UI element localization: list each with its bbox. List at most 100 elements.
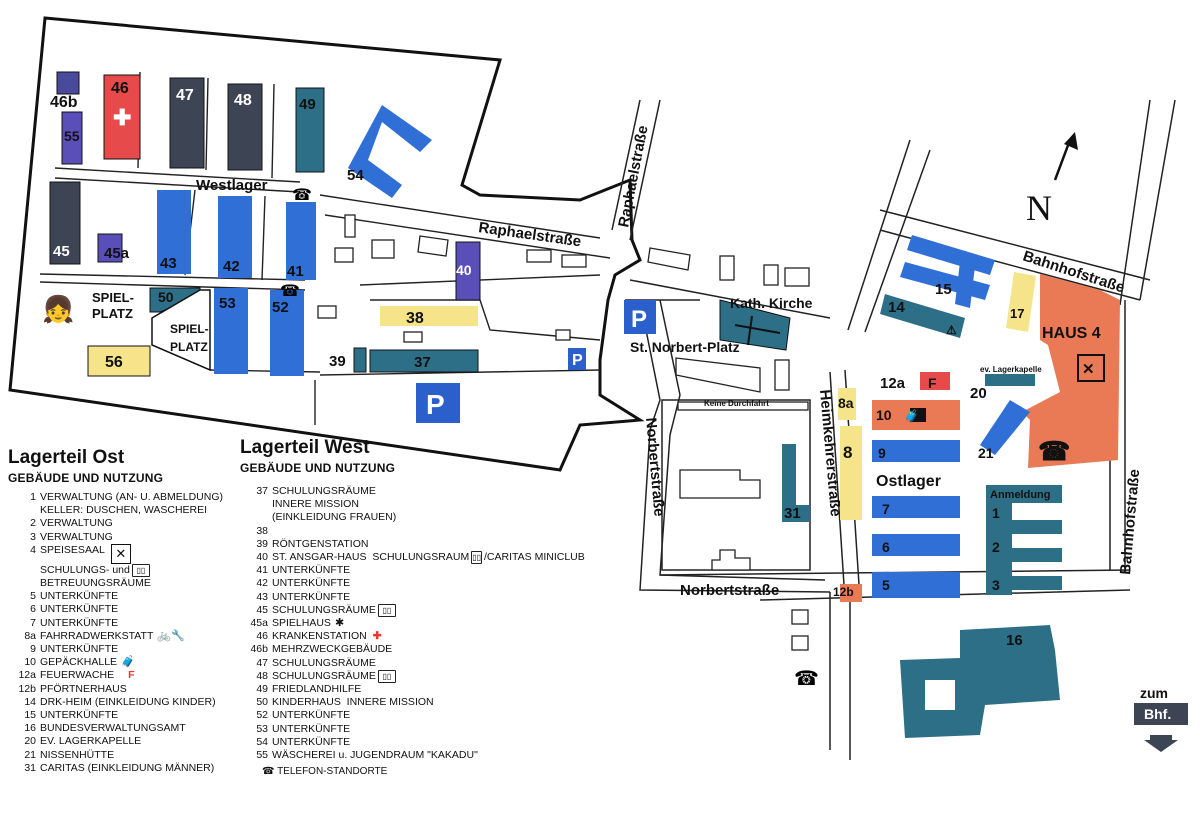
svg-text:55: 55 [64, 128, 80, 144]
legend-item-text: SPEISESAAL [40, 543, 105, 556]
building-20: 20 [970, 374, 1035, 402]
norbert-platz-label: St. Norbert-Platz [630, 339, 740, 355]
legend-item-text: UNTERKÜNFTE [272, 590, 351, 603]
kath-kirche-building [719, 299, 791, 351]
svg-text:45a: 45a [104, 245, 130, 262]
legend-item-text: UNTERKÜNFTE [40, 603, 119, 616]
building-7: 7 [872, 496, 960, 518]
svg-text:P: P [572, 352, 583, 369]
legend-item: 38 [240, 525, 540, 538]
legend-item-number: 21 [24, 748, 36, 761]
legend-item: 15 UNTERKÜNFTE [8, 709, 238, 722]
svg-text:17: 17 [1010, 306, 1024, 321]
svg-text:12b: 12b [833, 585, 854, 599]
building-1-2-3: 1 2 3 [986, 485, 1062, 595]
legend-item: INNERE MISSION [240, 498, 540, 511]
legend-item-number: 37 [256, 485, 268, 497]
legend-item: (EINKLEIDUNG FRAUEN) [240, 511, 540, 524]
legend-item-text: FEUERWACHE [40, 669, 115, 682]
west-buildings: 46b 55 46✚ 47 48 49 54 45 45a 43 42 41 4… [49, 71, 481, 377]
legend-item-number [8, 564, 40, 577]
telephone-icon-west-52: ☎ [280, 283, 300, 300]
parking-west-small: P [568, 348, 586, 370]
building-8a: 8a [838, 388, 856, 420]
legend-item-text: UNTERKÜNFTE [272, 722, 351, 735]
building-38: 38 [380, 306, 478, 327]
svg-text:HAUS 4: HAUS 4 [1042, 325, 1101, 342]
westlager-boundary [8, 16, 645, 472]
spielplatz-2-label-b: PLATZ [170, 340, 208, 354]
building-46b: 46b [50, 71, 80, 111]
legend-item-number: 42 [256, 577, 268, 590]
legend-west-subtitle: GEBÄUDE UND NUTZUNG [240, 461, 396, 475]
telephone-icon: ☎ [262, 766, 278, 778]
legend-item-text: SCHULUNGSRÄUME [272, 603, 376, 616]
fire-station-icon: F [128, 669, 135, 682]
svg-text:12a: 12a [880, 375, 906, 392]
legend-item-number: 15 [24, 709, 36, 722]
middle-small-buildings [647, 247, 810, 651]
legend-item-text: RÖNTGENSTATION [272, 537, 369, 550]
legend-item-number: 8a [24, 629, 36, 642]
legend-item-text: UNTERKÜNFTE [40, 709, 119, 722]
legend-item: 42 UNTERKÜNFTE [240, 577, 540, 590]
svg-text:7: 7 [882, 501, 890, 517]
legend-item-text: BUNDESVERWALTUNGSAMT [40, 722, 186, 735]
legend-item-text: MEHRZWECKGEBÄUDE [272, 643, 393, 656]
legend-item-text: UNTERKÜNFTE [272, 709, 351, 722]
medical-cross-icon: ✚ [372, 630, 382, 643]
legend-item-text: SCHULUNGS- und [40, 563, 130, 576]
westlager-label: Westlager [196, 177, 268, 194]
telephone-icon-middle: ☎ [794, 668, 819, 690]
legend-item-number: 20 [24, 735, 36, 748]
svg-text:8: 8 [843, 443, 852, 462]
legend-telefon: ☎ TELEFON-STANDORTE [240, 766, 540, 777]
svg-text:6: 6 [882, 539, 890, 555]
legend-item-text: UNTERKÜNFTE [40, 643, 119, 656]
svg-text:56: 56 [105, 354, 123, 371]
legend-item-number: 4 [30, 543, 36, 556]
building-haus4: HAUS 4 ✕ ☎ [1022, 274, 1120, 468]
legend-item-number: 5 [30, 590, 36, 603]
legend-item-text: UNTERKÜNFTE [272, 577, 351, 590]
legend-item-text: KRANKENSTATION [272, 630, 367, 643]
legend-item-number: 3 [30, 530, 36, 543]
svg-text:P: P [631, 306, 647, 333]
building-6: 6 [872, 534, 960, 556]
building-55: 55 [61, 111, 83, 165]
legend-item-number: 10 [24, 656, 36, 669]
luggage-icon: 🧳 [121, 656, 135, 669]
building-56: 56 [87, 345, 151, 377]
building-43: 43 [157, 190, 191, 274]
svg-text:P: P [426, 389, 445, 420]
legend-item-number: 40 [256, 551, 268, 564]
svg-text:✕: ✕ [1082, 361, 1095, 378]
legend-item-number: 49 [256, 683, 268, 696]
svg-text:16: 16 [1006, 632, 1023, 649]
svg-text:1: 1 [992, 505, 1000, 521]
legend-item-text: UNTERKÜNFTE [40, 616, 119, 629]
svg-text:8a: 8a [838, 395, 854, 411]
legend-item-text: FRIEDLANDHILFE [272, 683, 362, 696]
playground-children-icon: 👧 [42, 294, 74, 324]
legend-item-number [240, 511, 272, 524]
legend-west-title: Lagerteil West [240, 437, 370, 458]
legend-item-text: FAHRRADWERKSTATT [40, 629, 154, 642]
building-47: 47 [169, 77, 205, 169]
legend-item-text: VERWALTUNG [40, 517, 113, 530]
spielplatz-1-label-b: PLATZ [92, 306, 133, 321]
svg-text:⚠: ⚠ [946, 323, 957, 337]
